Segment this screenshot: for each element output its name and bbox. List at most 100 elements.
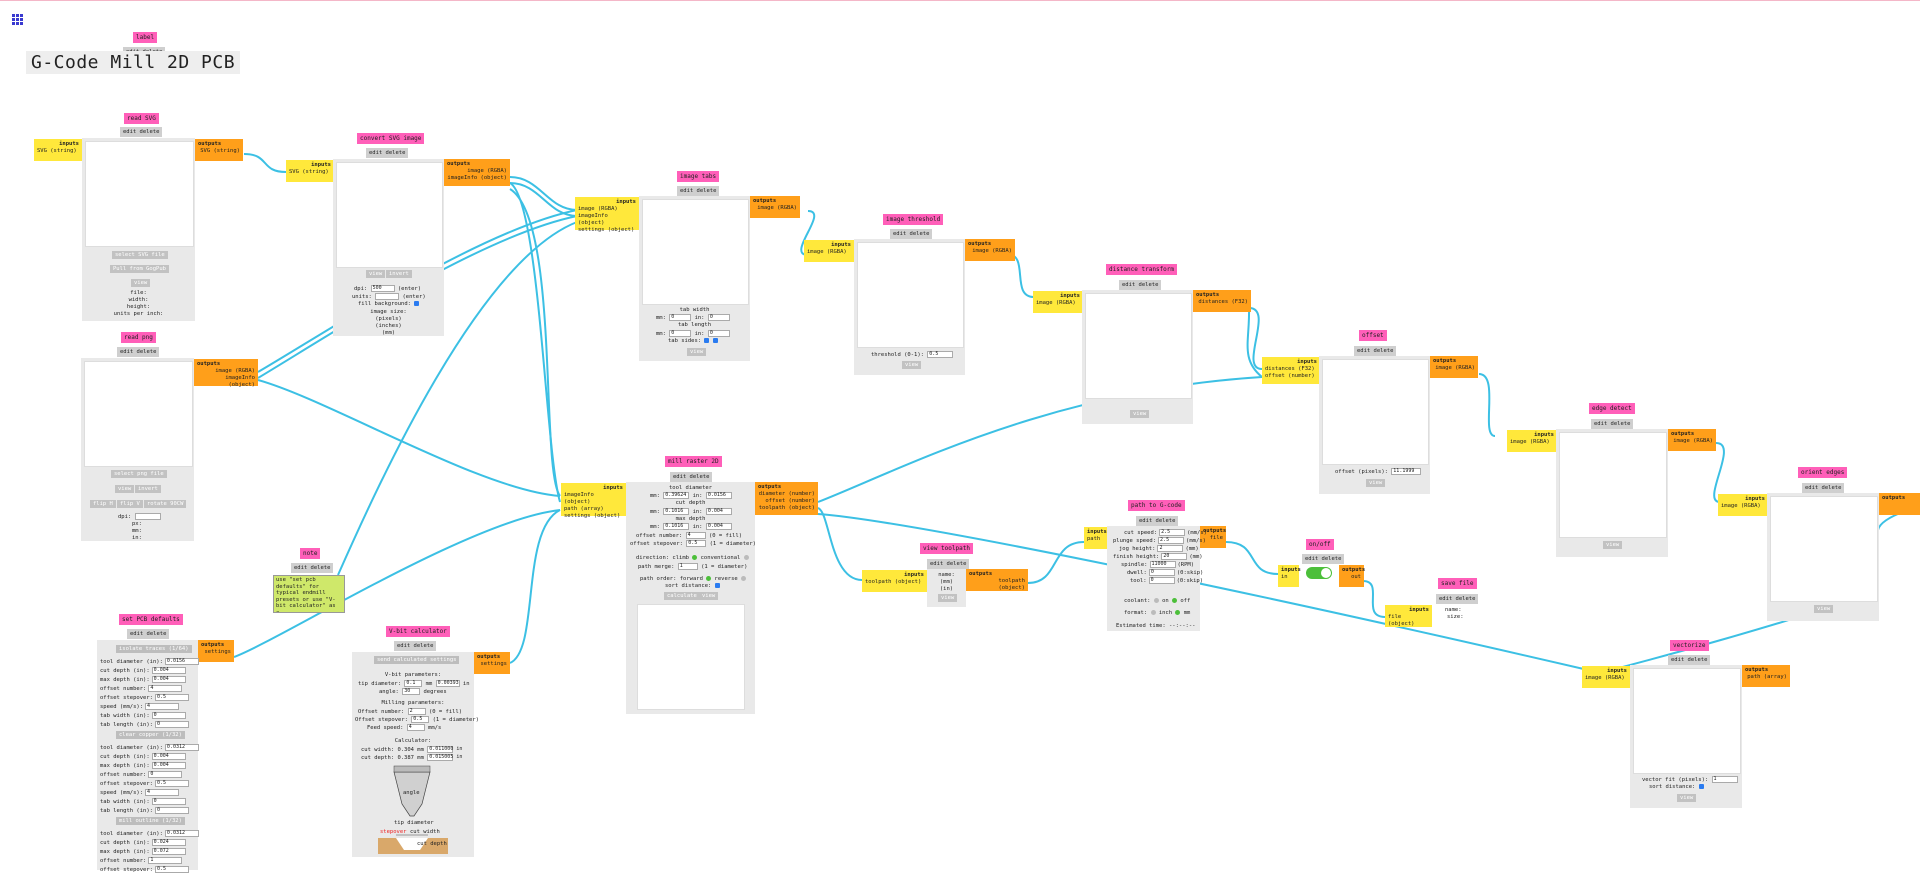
offset-input[interactable]: 11.1999 (1391, 468, 1422, 475)
tab-length-mm-input[interactable]: 0 (669, 330, 692, 337)
gcode-param-input[interactable]: 0 (1148, 577, 1175, 584)
output-port[interactable]: toolpath (object) (998, 578, 1026, 591)
conventional-radio[interactable] (743, 555, 749, 560)
tab-sides-checkbox-2[interactable] (712, 338, 718, 343)
pcb-param-input[interactable]: 0.0312 (164, 744, 199, 751)
input-port[interactable]: image (RGBA) (1036, 300, 1076, 306)
pcb-param-input[interactable]: 0.5 (154, 780, 189, 787)
input-port[interactable]: path (1087, 536, 1101, 542)
mill-offnum-input[interactable]: 4 (685, 532, 706, 539)
pcb-param-input[interactable]: 0 (151, 712, 186, 719)
pcb-param-input[interactable]: 0 (154, 807, 189, 814)
tab-length-in-input[interactable]: 0 (707, 330, 730, 337)
pcb-param-input[interactable]: 0 (148, 771, 183, 778)
output-port[interactable]: image (RGBA) (972, 248, 1012, 254)
rotate-button[interactable]: rotate 90CW (144, 500, 187, 508)
input-port[interactable]: in (1281, 574, 1288, 580)
fit-input[interactable]: 1 (1711, 776, 1738, 783)
image-tabs-view-button[interactable]: view (687, 348, 707, 356)
input-port[interactable]: SVG (string) (37, 148, 77, 154)
pcb-param-input[interactable]: 4 (145, 703, 180, 710)
image-tabs-edit-delete[interactable]: edit delete (677, 186, 720, 196)
td-in-input[interactable]: 0.0156 (705, 492, 732, 499)
md-mm-input[interactable]: 0.1016 (663, 523, 690, 530)
select-png-button[interactable]: select png file (111, 470, 167, 478)
input-port[interactable]: file (object) (1388, 614, 1415, 627)
format-inch-radio[interactable] (1150, 610, 1156, 615)
read-svg-edit-delete[interactable]: edit delete (120, 127, 163, 137)
output-port[interactable]: offset (number) (765, 498, 815, 504)
offset-view-button[interactable]: view (1366, 479, 1386, 487)
pcb-param-input[interactable]: 1 (148, 857, 183, 864)
edge-edit-delete[interactable]: edit delete (1591, 419, 1634, 429)
tip-in-input[interactable]: 0.00393 (435, 680, 460, 687)
pcb-param-input[interactable]: 0.004 (151, 762, 186, 769)
output-port[interactable]: image (RGBA) (1673, 438, 1713, 444)
pcb-param-input[interactable]: 0.004 (151, 676, 186, 683)
convert-invert-button[interactable]: invert (386, 270, 412, 278)
pcb-param-input[interactable]: 0.5 (154, 694, 189, 701)
fill-bg-checkbox[interactable] (414, 301, 420, 306)
note-edit-delete[interactable]: edit delete (291, 563, 334, 573)
png-dpi-input[interactable] (134, 513, 161, 520)
view-toolpath-edit-delete[interactable]: edit delete (927, 559, 970, 569)
input-port[interactable]: path (array) (564, 506, 604, 512)
input-port[interactable]: image (RGBA) (1721, 503, 1761, 509)
feed-input[interactable]: 4 (406, 724, 425, 731)
convert-view-button[interactable]: view (366, 270, 386, 278)
orient-view-button[interactable]: view (1814, 605, 1834, 613)
gcode-param-input[interactable]: 0 (1148, 569, 1175, 576)
md-in-input[interactable]: 0.004 (705, 523, 732, 530)
vbit-edit-delete[interactable]: edit delete (394, 641, 437, 651)
gcode-edit-delete[interactable]: edit delete (1136, 516, 1179, 526)
cd-in-input[interactable]: 0.004 (705, 508, 732, 515)
stepover-input[interactable]: 0.5 (411, 716, 430, 723)
dpi-input[interactable]: 500 (370, 285, 395, 292)
distance-view-button[interactable]: view (1130, 410, 1150, 418)
coolant-on-radio[interactable] (1153, 598, 1159, 603)
pcb-param-input[interactable]: 4 (145, 789, 180, 796)
pcb-param-input[interactable]: 0.0156 (164, 658, 199, 665)
coolant-off-radio[interactable] (1172, 598, 1178, 603)
png-invert-button[interactable]: invert (135, 485, 161, 493)
input-port[interactable]: offset (number) (1265, 373, 1315, 379)
tip-mm-input[interactable]: 0.1 (404, 680, 423, 687)
output-port[interactable]: distances (F32) (1198, 299, 1248, 305)
pull-button[interactable]: Pull from GogPub (110, 265, 169, 273)
output-port[interactable]: diameter (number) (758, 491, 815, 497)
read-png-edit-delete[interactable]: edit delete (117, 347, 160, 357)
vector-sort-checkbox[interactable] (1698, 784, 1704, 789)
read-svg-view-button[interactable]: view (131, 279, 151, 287)
output-port[interactable]: SVG (string) (200, 148, 240, 154)
input-port[interactable]: image (RGBA) (1585, 675, 1625, 681)
mill-outline-button[interactable]: mill outline (1/32) (116, 817, 185, 825)
pcb-param-input[interactable]: 0 (151, 798, 186, 805)
units-input[interactable] (375, 293, 400, 300)
output-port[interactable]: toolpath (object) (758, 505, 815, 511)
output-port[interactable]: settings (204, 649, 232, 655)
angle-input[interactable]: 30 (402, 688, 421, 695)
input-port[interactable]: imageInfo (object) (564, 492, 594, 505)
forward-radio[interactable] (706, 576, 712, 581)
pcb-param-input[interactable]: 0.024 (151, 839, 186, 846)
set-pcb-edit-delete[interactable]: edit delete (127, 629, 170, 639)
distance-edit-delete[interactable]: edit delete (1119, 280, 1162, 290)
input-port[interactable]: SVG (string) (289, 169, 329, 175)
flip-v-button[interactable]: flip V (117, 500, 143, 508)
convert-svg-edit-delete[interactable]: edit delete (366, 148, 409, 158)
input-port[interactable]: image (RGBA) (1510, 439, 1550, 445)
